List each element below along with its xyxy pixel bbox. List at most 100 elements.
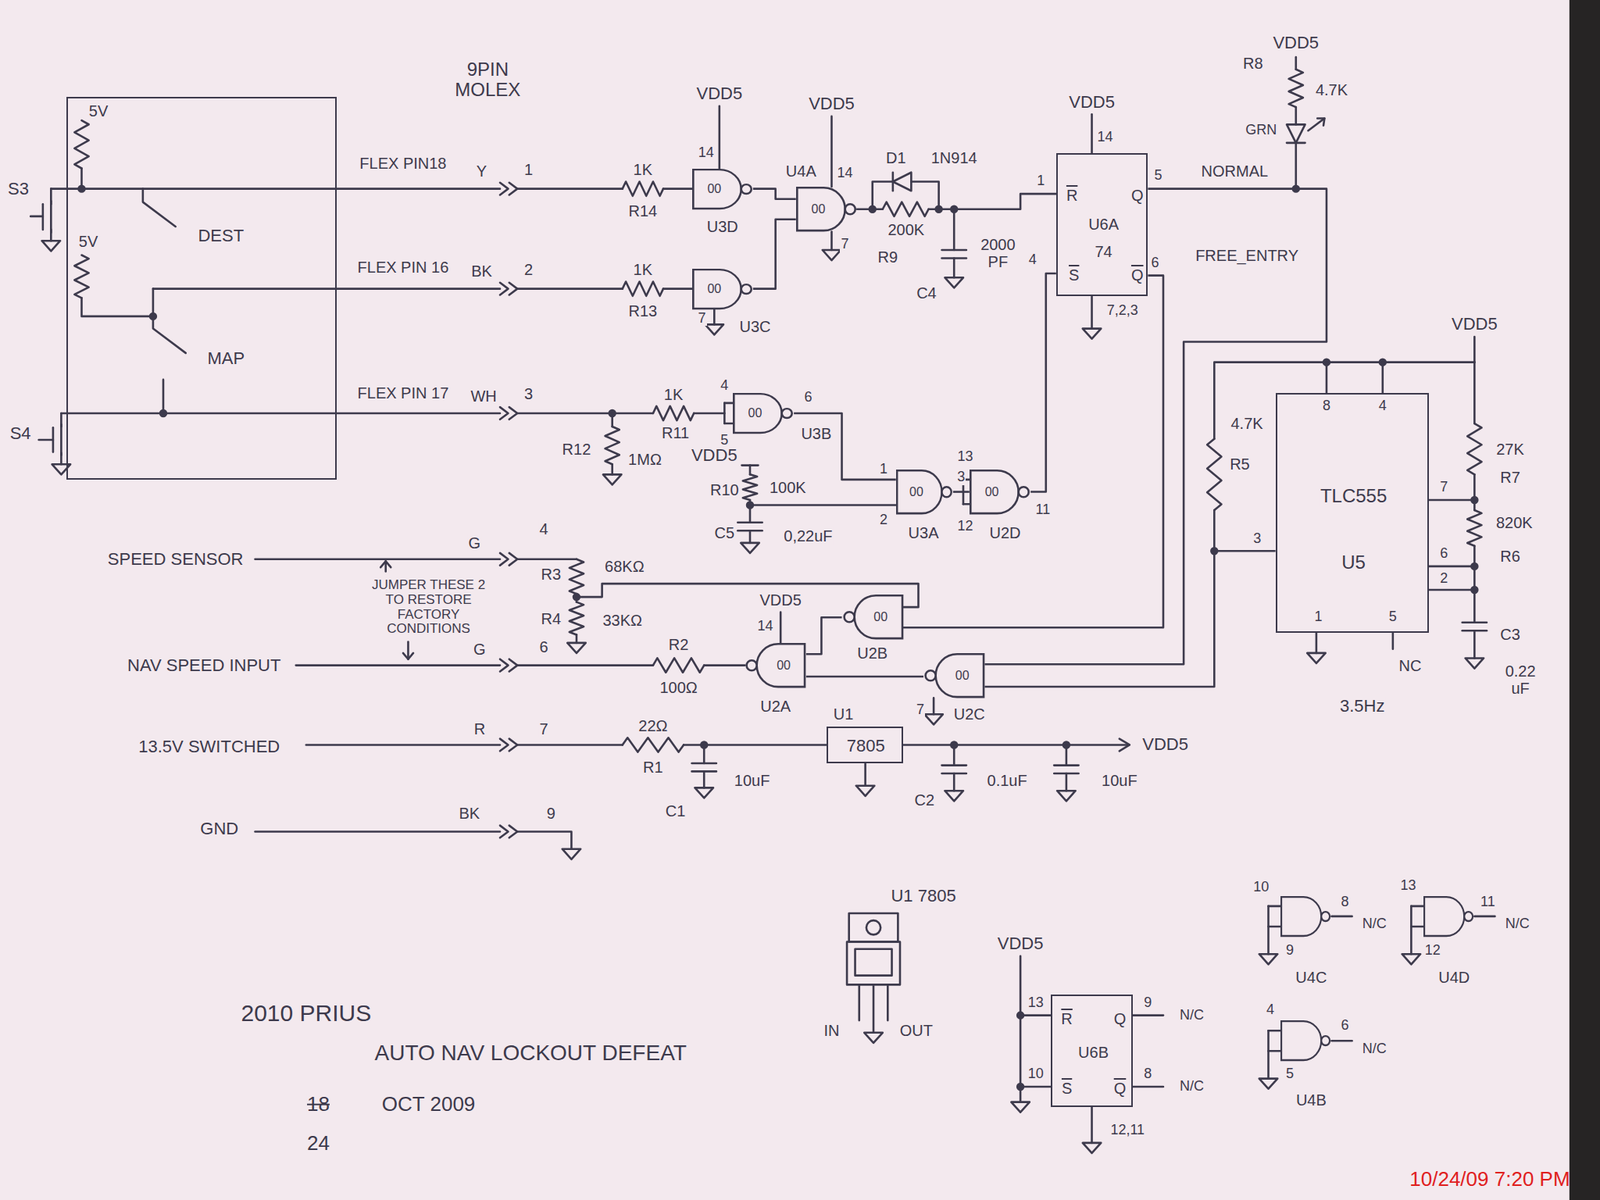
node-text: Q xyxy=(1130,186,1145,204)
wire xyxy=(1268,925,1282,929)
wire xyxy=(724,422,733,425)
node-text: MAP xyxy=(206,349,246,368)
wire xyxy=(517,557,577,561)
schematic-label: 5 xyxy=(1285,1066,1295,1083)
schematic-label: 10/24/09 7:20 PM xyxy=(1408,1167,1571,1190)
light-arrow xyxy=(1317,118,1325,126)
drawing-title: 2010 PRIUS xyxy=(239,999,372,1025)
resistor-symbol xyxy=(74,120,89,168)
wire xyxy=(749,465,752,475)
schematic-label: R9 xyxy=(877,248,900,266)
schematic-label: 1K xyxy=(632,160,654,179)
ground-symbol xyxy=(42,240,61,251)
node-text: 00 xyxy=(954,668,971,683)
logic-gate: U4B xyxy=(1280,1020,1332,1061)
schematic-label: 4 xyxy=(719,378,729,394)
schematic-label: 1K xyxy=(632,260,654,279)
resistor-symbol xyxy=(653,406,694,421)
schematic-label: 14 xyxy=(697,145,715,161)
schematic-label: 14 xyxy=(835,165,854,182)
schematic-label: 12 xyxy=(957,518,975,535)
schematic-label: 820K xyxy=(1495,514,1534,532)
ground-symbol xyxy=(1465,657,1485,668)
schematic-label: VDD5 xyxy=(695,84,743,104)
connector-symbol xyxy=(500,407,508,420)
schematic-label: 6 xyxy=(539,638,550,656)
schematic-label: C5 xyxy=(714,524,736,542)
wire xyxy=(953,209,956,250)
logic-gate: U2A00 xyxy=(744,642,806,688)
schematic-label: R8 xyxy=(1242,54,1265,72)
schematic-label: 0.1uF xyxy=(986,771,1029,790)
leader-arrow xyxy=(380,560,391,568)
schematic-label: FLEX PIN18 xyxy=(358,154,447,172)
schematic-label: R1 xyxy=(642,758,665,776)
wire xyxy=(517,664,654,667)
wire xyxy=(1392,632,1395,650)
resistor-symbol xyxy=(622,181,664,196)
wire xyxy=(1410,925,1424,929)
resistor-symbol xyxy=(569,602,584,636)
wire xyxy=(50,187,500,190)
regulator-leg xyxy=(872,984,875,1033)
schematic-label: 9PIN MOLEX xyxy=(453,58,522,100)
schematic-label: 3 xyxy=(1252,531,1262,547)
schematic-label: 10 xyxy=(1252,879,1270,896)
wire xyxy=(1268,1029,1282,1033)
wire xyxy=(30,215,43,218)
schematic-label: 33KΩ xyxy=(601,611,643,629)
node-text: U1 xyxy=(832,705,855,723)
leader-arrow xyxy=(407,642,410,660)
wire xyxy=(575,634,579,643)
node-text: DEST xyxy=(196,226,245,246)
wire xyxy=(830,116,833,187)
schematic-label: VDD5 xyxy=(690,445,739,465)
wire xyxy=(1473,336,1476,363)
schematic-label: R2 xyxy=(667,635,690,654)
schematic-label: 4.7K xyxy=(1230,414,1265,433)
ground-symbol xyxy=(1082,328,1102,340)
capacitor-symbol xyxy=(737,521,762,524)
signal-wire xyxy=(984,550,1275,687)
schematic-label: 11 xyxy=(1035,502,1052,518)
logic-gate: U4A00 xyxy=(796,186,858,232)
schematic-label: 1MΩ xyxy=(627,450,663,468)
node-text: Q xyxy=(1130,266,1145,284)
node-text: U6A xyxy=(1087,215,1120,233)
logic-gate: U3D00 xyxy=(692,168,754,210)
schematic-label: R13 xyxy=(627,302,658,320)
switch-symbol xyxy=(153,289,186,354)
gate-symbol xyxy=(692,168,754,210)
schematic-label: S4 xyxy=(9,424,33,443)
wire xyxy=(1268,905,1282,908)
connector-symbol xyxy=(500,182,508,196)
capacitor-symbol xyxy=(1053,764,1079,767)
chip-box: RU6BSQQ xyxy=(1050,994,1133,1108)
wire xyxy=(1267,906,1270,954)
switch-transistor xyxy=(60,424,63,455)
logic-gate: U2B00 xyxy=(842,594,904,640)
resistor-symbol xyxy=(605,426,620,465)
schematic-label: VDD5 xyxy=(758,591,802,609)
wire xyxy=(1428,499,1475,502)
led-symbol xyxy=(1286,124,1306,143)
capacitor-symbol xyxy=(942,764,967,767)
wire xyxy=(1019,956,1022,1103)
schematic-label: OCT 2009 xyxy=(381,1092,476,1116)
signal-wire xyxy=(806,617,843,654)
ground-symbol xyxy=(705,324,725,335)
wire xyxy=(153,287,500,290)
wire xyxy=(663,187,693,190)
schematic-label: 8 xyxy=(1321,398,1332,415)
node-text: 5V xyxy=(88,102,109,120)
resistor-symbol xyxy=(622,281,664,296)
schematic-label: 27K xyxy=(1495,440,1525,458)
wire xyxy=(1381,362,1384,393)
schematic-label: VDD5 xyxy=(996,934,1045,954)
schematic-label: VDD5 xyxy=(1141,735,1190,754)
node-text: 00 xyxy=(984,485,1000,500)
connector-symbol xyxy=(500,553,508,566)
schematic-label: JUMPER THESE 2 TO RESTORE FACTORY CONDIT… xyxy=(369,578,489,637)
schematic-label: 10uF xyxy=(733,771,772,790)
